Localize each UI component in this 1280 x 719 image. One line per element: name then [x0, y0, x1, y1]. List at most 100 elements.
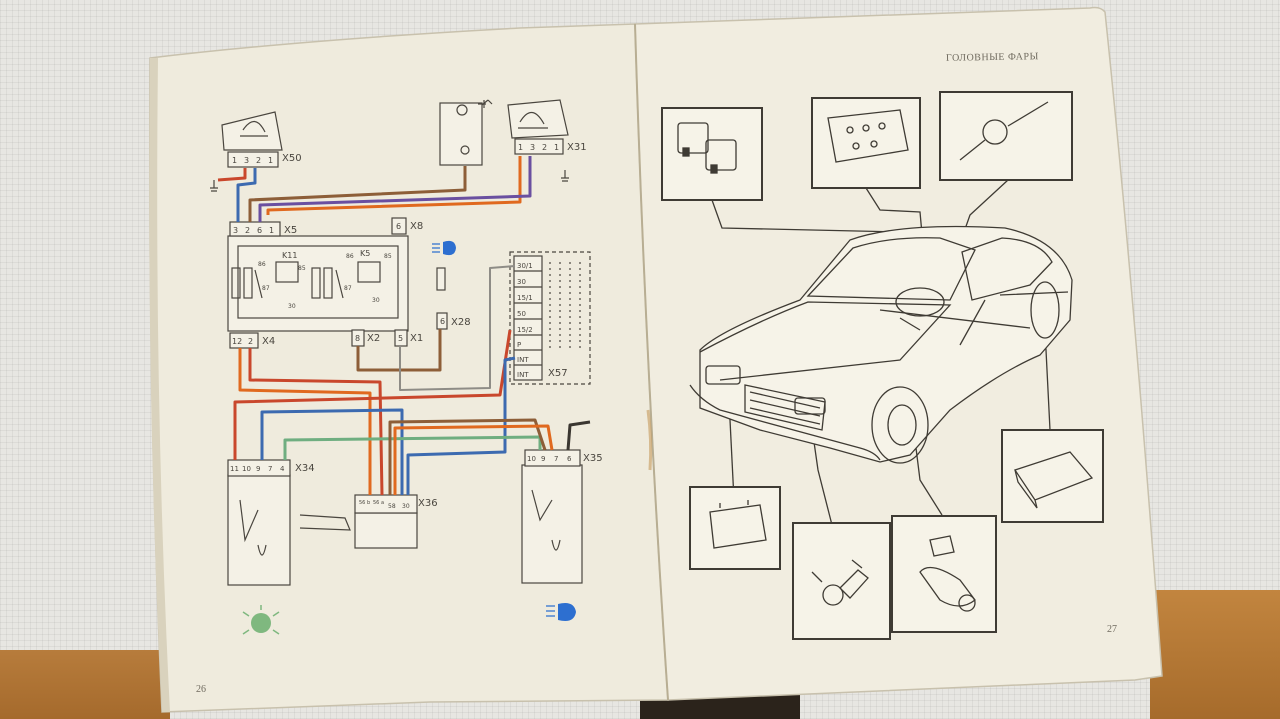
low-beam-indicator-icon: [546, 603, 576, 621]
wire-orange-x35: [393, 424, 554, 495]
x5-pin-4: 1: [269, 226, 274, 235]
k11-label: K11: [282, 251, 297, 260]
x4-pin-1: 12: [232, 337, 242, 346]
x57-pin-4: 50: [517, 310, 526, 318]
wire-blue-x50: [236, 168, 257, 222]
colored-wires: [217, 156, 591, 496]
x57-label: X57: [548, 368, 568, 379]
connector-x4-block: [229, 332, 259, 349]
car-hood-line: [699, 301, 952, 381]
k5-terminal-30: 30: [372, 297, 380, 304]
wire-blue-main: [260, 408, 404, 495]
relay-block: [227, 235, 409, 332]
x50-pin-1: 1: [232, 156, 237, 165]
x4-label: X4: [262, 336, 275, 347]
wire-blue-x35: [406, 356, 516, 495]
x28-pin: 6: [440, 317, 445, 326]
x2-pin: 8: [355, 334, 360, 343]
x36-pin-3: 58: [388, 503, 396, 510]
x31-pin-1: 1: [518, 143, 523, 152]
ground-icon: [210, 180, 218, 192]
connector-x8-block: [391, 217, 407, 235]
x36-pin-1: 56 b: [359, 500, 370, 506]
car-front-wheel: [871, 386, 929, 464]
detail-box-headlamp-motor: [891, 515, 997, 633]
x57-pin-5: 15/2: [517, 326, 533, 334]
x31-pin-2: 3: [530, 143, 535, 152]
high-beam-indicator-icon: [432, 240, 456, 256]
battery-icon: [456, 104, 468, 116]
k5-label: K5: [360, 249, 370, 258]
x50-pin-2: 3: [244, 156, 249, 165]
x1-pin: 5: [398, 334, 403, 343]
wire-grey-x1: [399, 265, 516, 391]
x5-label: X5: [284, 225, 297, 236]
wire-black-x35: [566, 420, 591, 451]
x50-label: X50: [282, 153, 302, 164]
battery-box: [439, 102, 483, 166]
wire-orange-main: [238, 348, 372, 495]
k11-terminal-86: 86: [258, 261, 266, 268]
left-page-number: 26: [196, 684, 206, 695]
switch-x36: [354, 512, 418, 549]
x4-pin-2: 2: [248, 337, 253, 346]
switch-x35: [521, 464, 583, 584]
x35-pin-3: 7: [554, 455, 558, 463]
connector-x50-block: [227, 151, 279, 168]
wooden-table-edge-right: [1150, 590, 1280, 719]
k11-terminal-30: 30: [288, 303, 296, 310]
headlamp-symbol-icon: [240, 120, 268, 137]
k11-terminal-87: 87: [262, 285, 270, 292]
x35-pin-2: 9: [541, 455, 545, 463]
headlamp-module-left: [221, 111, 283, 151]
car-bumper: [689, 384, 881, 461]
ignition-switch-x57: [509, 251, 591, 385]
spine-stain: [646, 409, 653, 471]
x36-pin-2: 56 a: [373, 500, 384, 506]
car-left-headlamp: [705, 365, 741, 385]
k5-terminal-87: 87: [344, 285, 352, 292]
page-header-title: ГОЛОВНЫЕ ФАРЫ: [945, 51, 1039, 64]
detail-box-battery: [689, 486, 781, 570]
k5-terminal-86: 86: [346, 253, 354, 260]
x36-pin-4: 30: [402, 503, 410, 510]
switch-x34: [227, 474, 291, 586]
x5-pin-3: 6: [257, 226, 262, 235]
x8-pin: 6: [396, 222, 401, 231]
wire-red-x50: [217, 168, 247, 182]
wire-green: [283, 435, 542, 460]
x35-pin-4: 6: [567, 455, 572, 463]
connector-x31-block: [514, 138, 564, 155]
car-side-windows: [961, 237, 1053, 301]
x31-label: X31: [567, 142, 587, 153]
spine-fold: [634, 23, 669, 701]
k5-terminal-85: 85: [384, 253, 392, 260]
x50-pin-3: 2: [256, 156, 261, 165]
wire-violet-top: [258, 156, 532, 222]
x35-label: X35: [583, 453, 603, 464]
x31-pin-4: 1: [554, 143, 559, 152]
car-right-headlamp: [794, 397, 826, 415]
connector-labels: 1 3 2 1 X50 1 3 2 1 X31 3 2 6 1 X5 6 X8 …: [230, 142, 603, 510]
car-grille: [744, 384, 826, 431]
connector-x5-block: [229, 221, 281, 237]
x34-pin-4: 7: [268, 465, 272, 473]
x1-label: X1: [410, 333, 423, 344]
x50-pin-4: 1: [268, 156, 273, 165]
x34-pin-5: 4: [280, 465, 285, 473]
k11-terminal-85: 85: [298, 265, 306, 272]
headlamp-module-right: [507, 99, 569, 139]
car-body: [699, 225, 1073, 463]
x36-label: X36: [418, 498, 438, 509]
wiring-diagram: [210, 99, 591, 586]
x57-pin-8: INT: [517, 371, 529, 379]
detail-box-relay-unit: [811, 97, 921, 189]
side-light-indicator-icon: [242, 605, 280, 635]
x57-pin-2: 30: [517, 278, 526, 286]
x57-pin-3: 15/1: [517, 294, 533, 302]
x35-pin-1: 10: [527, 455, 536, 463]
x57-pin-6: P: [517, 341, 521, 349]
detail-box-headlamp-switches: [661, 107, 763, 201]
wire-orange-top: [266, 156, 522, 215]
